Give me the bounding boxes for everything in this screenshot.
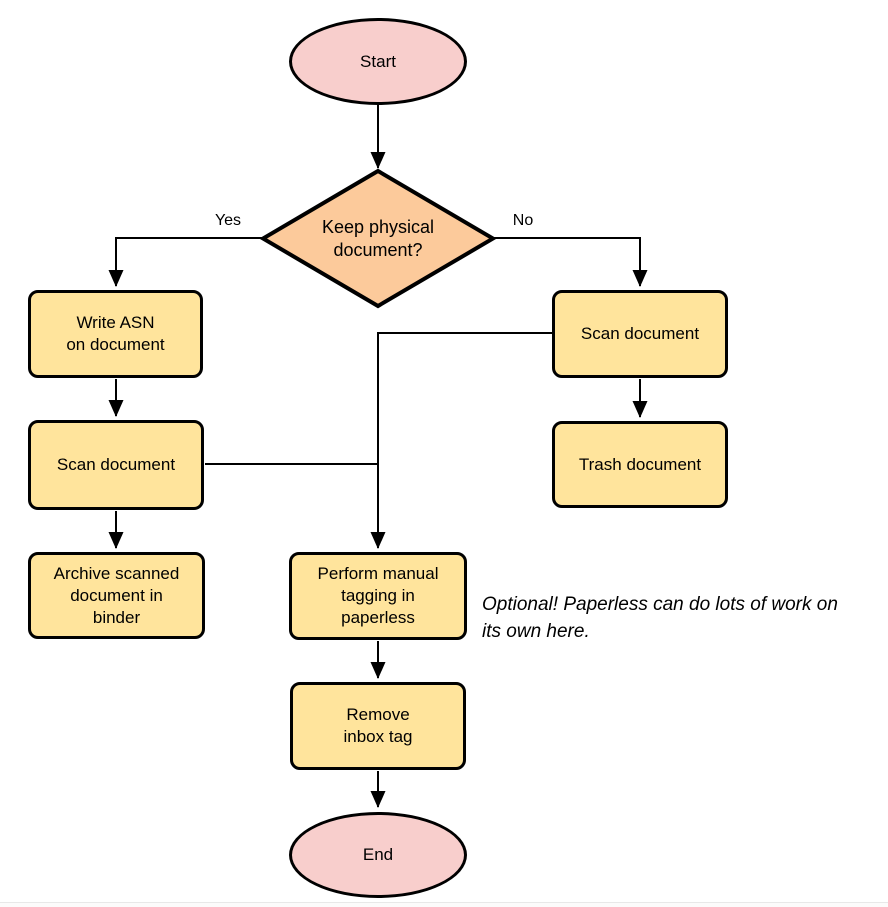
node-scan-document-left: Scan document — [28, 420, 204, 510]
node-start: Start — [289, 18, 467, 105]
node-start-label: Start — [360, 51, 396, 71]
node-trash-document-label: Trash document — [578, 454, 702, 474]
edge-label-yes: Yes — [214, 212, 242, 229]
node-decision-label: Keep physical document? — [321, 216, 435, 260]
node-scan-document-right: Scan document — [552, 290, 728, 378]
node-archive-scanned: Archive scanned document in binder — [28, 552, 205, 639]
edge-scan-right-to-tagging — [370, 332, 552, 549]
node-end-label: End — [362, 845, 394, 864]
node-end: End — [289, 812, 467, 898]
node-trash-document: Trash document — [552, 421, 728, 508]
node-manual-tagging: Perform manual tagging in paperless — [289, 552, 467, 640]
bottom-strip — [0, 903, 888, 907]
node-remove-inbox-tag-label: Remove inbox tag — [343, 705, 413, 746]
edge-decision-no-to-scan-right — [492, 237, 648, 287]
node-scan-document-right-label: Scan document — [580, 324, 700, 343]
node-decision: Keep physical document? — [259, 168, 497, 309]
node-write-asn-label: Write ASN on document — [66, 313, 165, 354]
optional-annotation: Optional! Paperless can do lots of work … — [482, 594, 838, 642]
node-scan-document-left-label: Scan document — [56, 455, 176, 474]
node-archive-scanned-label: Archive scanned document in binder — [53, 563, 180, 627]
edge-label-no: No — [512, 212, 534, 229]
diamond-shape-icon — [259, 168, 497, 309]
node-write-asn: Write ASN on document — [28, 290, 203, 378]
node-remove-inbox-tag: Remove inbox tag — [290, 682, 466, 770]
node-manual-tagging-label: Perform manual tagging in paperless — [317, 564, 439, 627]
bottom-divider-line — [0, 902, 888, 903]
edge-decision-yes-to-write-asn — [108, 237, 264, 287]
